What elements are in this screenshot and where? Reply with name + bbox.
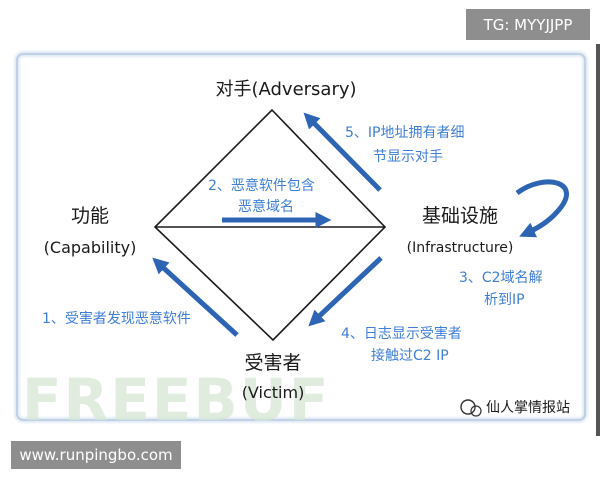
arrow-step4 — [308, 256, 383, 327]
annotation-step4-line1: 4、日志显示受害者 — [341, 326, 462, 342]
node-infrastructure-en: (Infrastructure) — [407, 240, 514, 256]
header-tag-text: TG: MYYJJPP — [483, 15, 573, 34]
annotation-step5-line1: 5、IP地址拥有者细 — [345, 125, 464, 141]
annotation-step2-line2: 恶意域名 — [238, 198, 294, 215]
arrow-step1 — [152, 257, 239, 337]
node-capability-cn: 功能 — [71, 205, 109, 227]
node-victim-en: (Victim) — [242, 383, 305, 402]
node-infrastructure-cn: 基础设施 — [422, 205, 498, 227]
annotation-step1: 1、受害者发现恶意软件 — [42, 310, 191, 327]
node-adversary: 对手(Adversary) — [215, 79, 356, 100]
arrow-step3-loop — [515, 179, 569, 238]
node-victim-cn: 受害者 — [244, 352, 301, 374]
annotation-step2-line1: 2、恶意软件包含 — [208, 177, 315, 194]
source-watermark-text: 仙人掌情报站 — [486, 400, 570, 416]
header-tag: TG: MYYJJPP — [466, 9, 590, 40]
annotation-step4-line2: 接触过C2 IP — [371, 347, 449, 364]
freebuf-watermark: FREEBUF — [22, 366, 330, 434]
node-capability-en: (Capability) — [44, 238, 137, 257]
annotation-step3-line1: 3、C2域名解 — [459, 270, 543, 286]
diagram-frame — [16, 53, 586, 421]
scroll-edge — [596, 44, 600, 436]
annotation-step5-line2: 节显示对手 — [373, 149, 443, 165]
arrow-step5 — [303, 112, 382, 192]
annotation-step3-line2: 析到IP — [484, 292, 525, 308]
diamond-outline — [153, 108, 387, 342]
wechat-icon — [460, 399, 476, 415]
footer-tag-text: www.runpingbo.com — [19, 446, 173, 464]
source-watermark: 仙人掌情报站 — [460, 399, 570, 417]
footer-tag: www.runpingbo.com — [11, 441, 181, 469]
